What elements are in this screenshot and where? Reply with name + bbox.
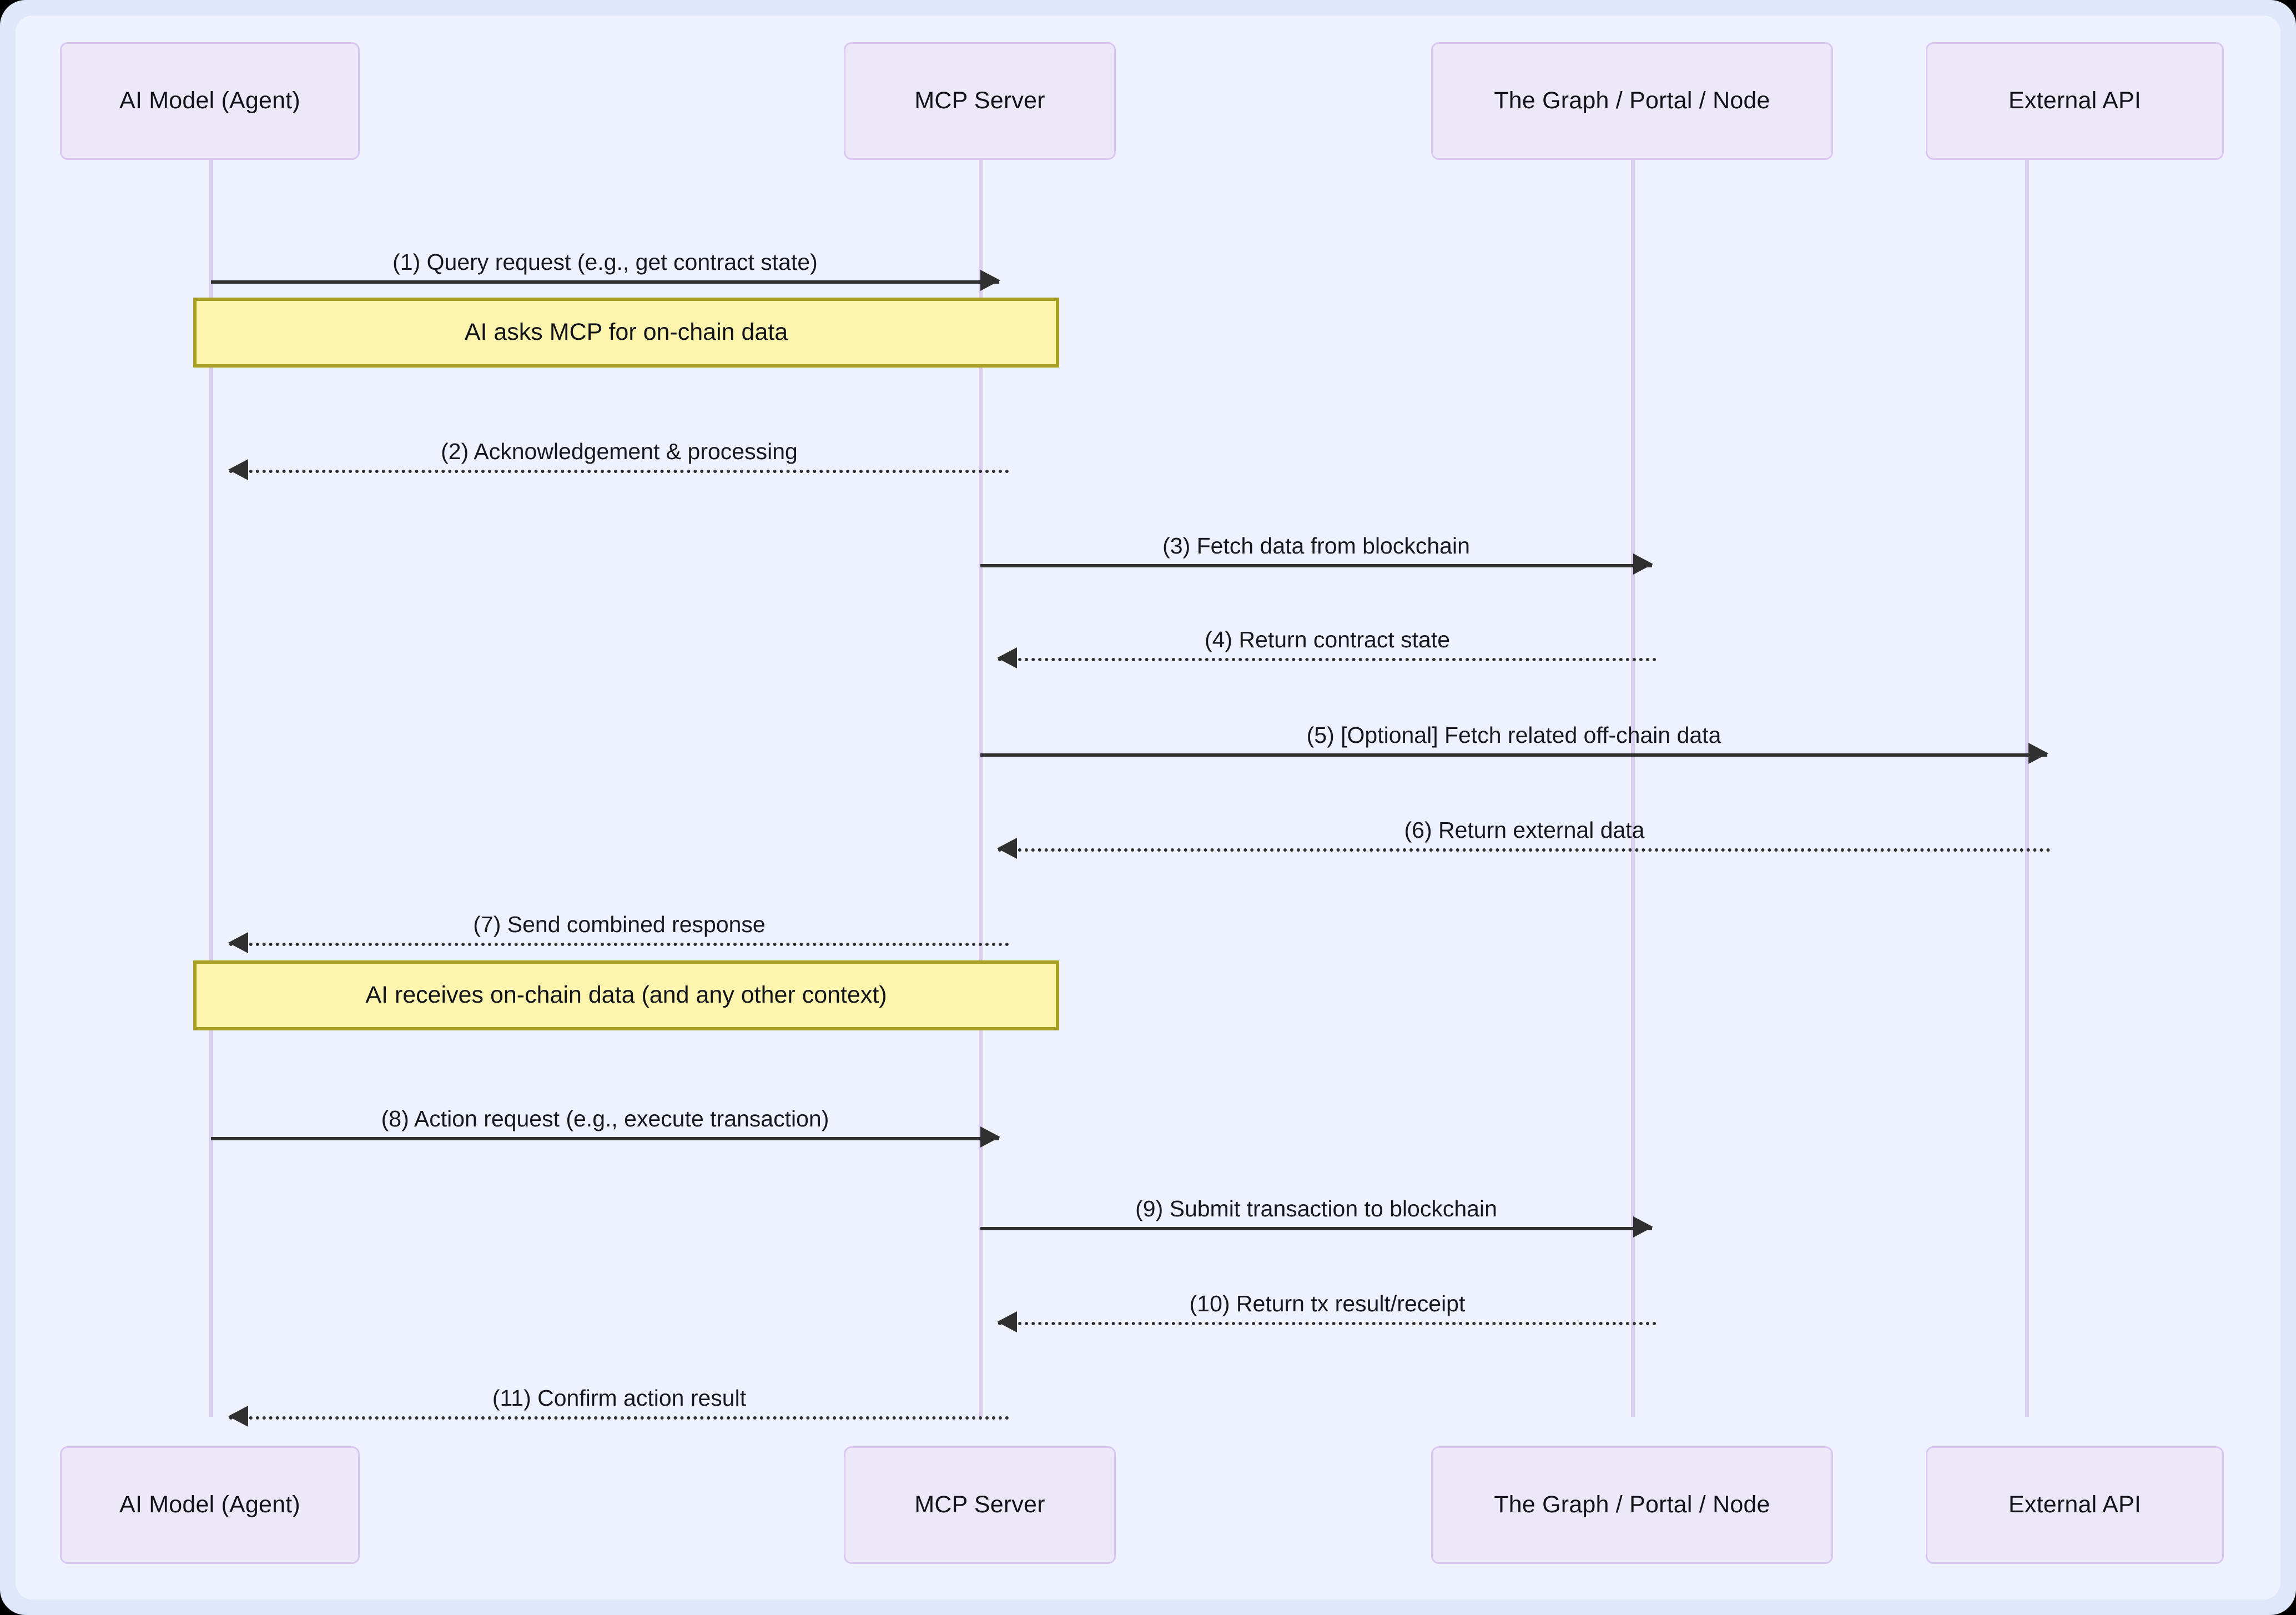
- message-3-line: [980, 564, 1652, 567]
- message-10-line: [998, 1322, 1656, 1325]
- lifeline-mcp-server: [979, 159, 983, 1417]
- message-6-line: [998, 848, 2051, 852]
- message-4-label: (4) Return contract state: [1204, 627, 1451, 652]
- participant-top-ai-model[interactable]: AI Model (Agent): [60, 42, 360, 160]
- participant-bottom-external-api[interactable]: External API: [1926, 1446, 2224, 1564]
- participant-top-mcp-server[interactable]: MCP Server: [844, 42, 1116, 160]
- message-8-arrowhead-icon: [980, 1126, 1000, 1148]
- message-1-label: (1) Query request (e.g., get contract st…: [392, 249, 818, 275]
- sequence-diagram-canvas: AI Model (Agent) MCP Server The Graph / …: [16, 16, 2280, 1599]
- message-6-arrowhead-icon: [997, 838, 1017, 859]
- lifeline-the-graph: [1631, 159, 1635, 1417]
- message-1-line: [211, 280, 999, 284]
- message-2-label: (2) Acknowledgement & processing: [441, 439, 798, 464]
- message-10-arrowhead-icon: [997, 1311, 1017, 1332]
- participant-top-external-api[interactable]: External API: [1926, 42, 2224, 160]
- message-5-arrowhead-icon: [2028, 743, 2048, 764]
- message-4-arrowhead-icon: [997, 647, 1017, 668]
- message-8-line: [211, 1137, 999, 1140]
- lifeline-external-api: [2025, 159, 2029, 1417]
- message-5-line: [980, 753, 2047, 757]
- message-1-arrowhead-icon: [980, 270, 1000, 291]
- message-7-line: [229, 943, 1009, 946]
- message-9-line: [980, 1227, 1652, 1230]
- message-9-arrowhead-icon: [1633, 1216, 1653, 1237]
- message-4-line: [998, 658, 1656, 661]
- lifeline-ai-model: [209, 159, 213, 1417]
- message-3-label: (3) Fetch data from blockchain: [1162, 533, 1470, 559]
- participant-top-the-graph[interactable]: The Graph / Portal / Node: [1431, 42, 1833, 160]
- message-11-arrowhead-icon: [228, 1406, 248, 1427]
- note-2: AI receives on-chain data (and any other…: [193, 960, 1059, 1030]
- message-7-label: (7) Send combined response: [473, 912, 766, 937]
- message-2-line: [229, 470, 1009, 473]
- message-11-line: [229, 1416, 1009, 1420]
- participant-bottom-the-graph[interactable]: The Graph / Portal / Node: [1431, 1446, 1833, 1564]
- message-6-label: (6) Return external data: [1404, 817, 1645, 843]
- message-8-label: (8) Action request (e.g., execute transa…: [381, 1106, 829, 1131]
- note-1: AI asks MCP for on-chain data: [193, 298, 1059, 368]
- message-2-arrowhead-icon: [228, 459, 248, 480]
- message-3-arrowhead-icon: [1633, 554, 1653, 575]
- message-9-label: (9) Submit transaction to blockchain: [1135, 1196, 1497, 1221]
- message-5-label: (5) [Optional] Fetch related off-chain d…: [1306, 722, 1721, 748]
- message-11-label: (11) Confirm action result: [492, 1385, 747, 1411]
- message-10-label: (10) Return tx result/receipt: [1189, 1291, 1466, 1316]
- participant-bottom-ai-model[interactable]: AI Model (Agent): [60, 1446, 360, 1564]
- participant-bottom-mcp-server[interactable]: MCP Server: [844, 1446, 1116, 1564]
- message-7-arrowhead-icon: [228, 932, 248, 953]
